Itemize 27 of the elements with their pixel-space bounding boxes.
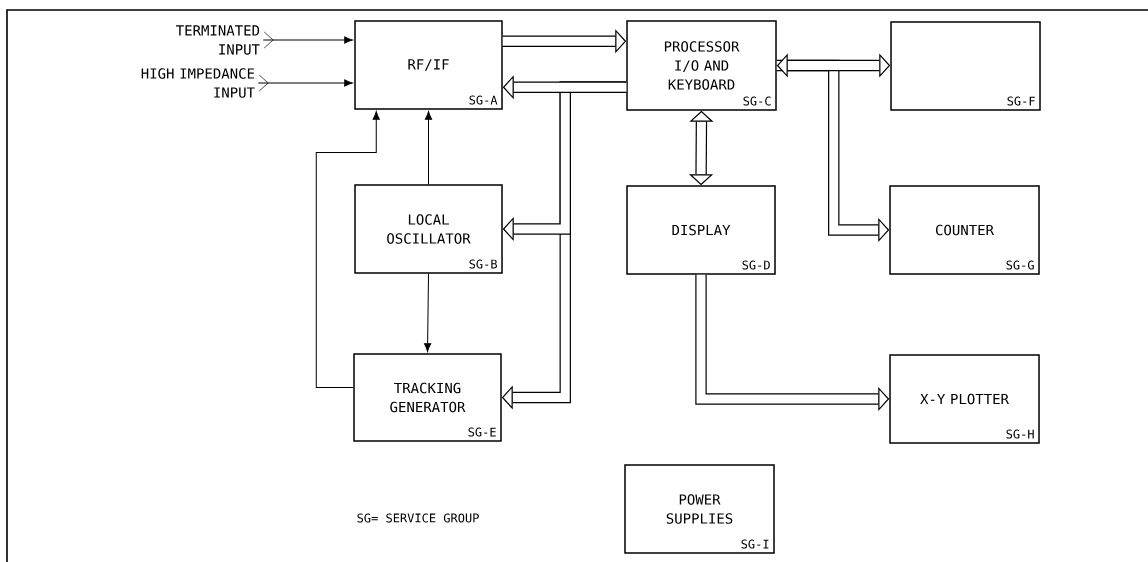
- arrow: [424, 273, 432, 352]
- block-box: [890, 21, 1041, 111]
- arrow: [257, 79, 353, 87]
- group-code: SG-D: [742, 260, 770, 270]
- group-code: SG-G: [1006, 260, 1034, 270]
- block-box: DISPLAY SG-D: [626, 185, 776, 275]
- bus-arrow: [776, 53, 891, 78]
- block-box: TRACKING GENERATOR SG-E: [353, 353, 502, 442]
- input-label: HIGH IMPEDANCE INPUT: [141, 68, 255, 98]
- block-box: LOCAL OSCILLATOR SG-B: [354, 184, 503, 274]
- group-code: SG-F: [1007, 96, 1035, 106]
- arrow: [315, 111, 380, 388]
- block-box: COUNTER SG-G: [889, 185, 1040, 275]
- group-code: SG-E: [468, 427, 496, 437]
- group-code: SG-H: [1006, 429, 1034, 439]
- group-code: SG-A: [469, 95, 498, 105]
- input-label: TERMINATED INPUT: [176, 25, 260, 55]
- arrow: [262, 36, 353, 44]
- block-box: X-Y PLOTTER SG-H: [889, 354, 1040, 444]
- note-text: SG= SERVICE GROUP: [357, 513, 479, 523]
- group-code: SG-I: [741, 539, 769, 549]
- block-box: RF/IF SG-A: [354, 20, 503, 110]
- arrow: [424, 111, 433, 185]
- block-box: POWER SUPPLIES SG-I: [624, 464, 775, 554]
- block-box: PROCESSOR I/O AND KEYBOARD SG-C: [626, 20, 777, 111]
- group-code: SG-B: [469, 259, 497, 269]
- group-code: SG-C: [743, 96, 771, 106]
